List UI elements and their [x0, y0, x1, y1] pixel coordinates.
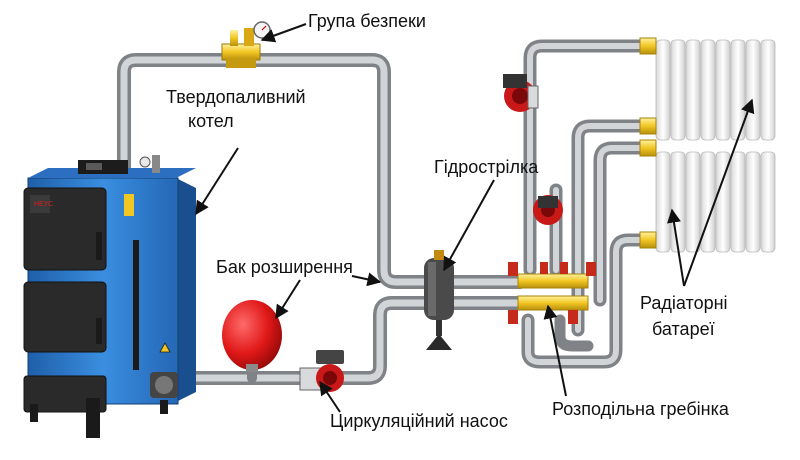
brand-mark: НЕУС	[34, 201, 53, 208]
radiator-section	[670, 39, 686, 141]
radiator-section	[760, 151, 776, 253]
radiator-section	[730, 151, 746, 253]
radiator-valves	[639, 37, 657, 249]
radiator-lower	[655, 151, 776, 253]
label-boiler-line1: Твердопаливний	[166, 87, 306, 107]
label-expansion-tank: Бак розширення	[216, 257, 353, 277]
radiator-section	[700, 151, 716, 253]
radiator-section	[655, 39, 671, 141]
label-hydro-separator: Гідрострілка	[434, 157, 539, 177]
hydraulic-separator	[424, 250, 454, 350]
solid-fuel-boiler: НЕУС	[23, 155, 196, 438]
radiator-section	[745, 151, 761, 253]
label-radiators-line1: Радіаторні	[640, 293, 728, 313]
expansion-tank	[222, 300, 282, 372]
radiator-section	[745, 39, 761, 141]
label-manifold: Розподільна гребінка	[552, 399, 729, 419]
radiator-section	[685, 151, 701, 253]
radiator-section	[715, 39, 731, 141]
label-boiler-line2: котел	[188, 111, 234, 131]
radiator-pump-upper	[503, 74, 539, 112]
radiator-section	[715, 151, 731, 253]
radiator-section	[700, 39, 716, 141]
radiator-section	[670, 151, 686, 253]
distribution-manifold	[508, 262, 596, 324]
radiator-section	[685, 39, 701, 141]
radiator-section	[760, 39, 776, 141]
radiator-section	[655, 151, 671, 253]
radiator-upper	[655, 39, 776, 141]
label-radiators-line2: батареї	[652, 319, 715, 339]
radiator-pump-lower	[533, 195, 563, 225]
label-circulation-pump: Циркуляційний насос	[330, 411, 508, 431]
leader-lines	[195, 23, 755, 413]
label-safety-group: Група безпеки	[308, 11, 426, 31]
